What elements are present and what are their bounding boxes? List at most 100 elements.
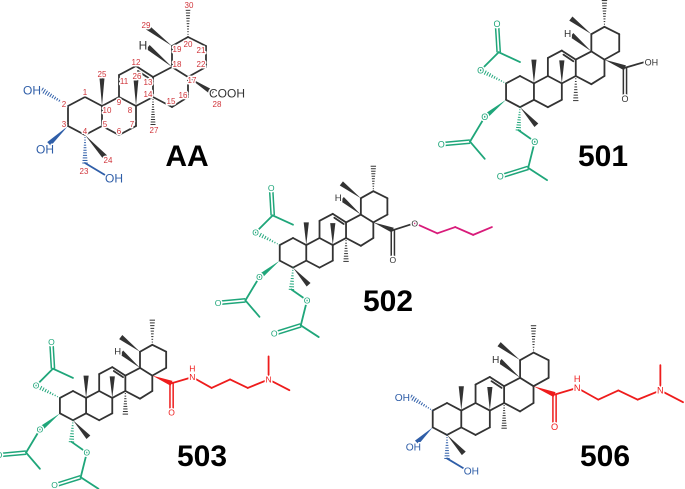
c28-wedge xyxy=(188,77,215,96)
atom-number: 30 xyxy=(185,1,194,10)
double-bond xyxy=(52,343,56,369)
double-bond xyxy=(501,165,528,176)
bond xyxy=(474,402,491,412)
bond xyxy=(59,390,74,399)
butyl-chain-bond xyxy=(436,226,457,235)
bond xyxy=(527,166,548,182)
double-bond xyxy=(135,65,154,78)
o23-label: O xyxy=(531,137,538,147)
atom-number: 10 xyxy=(103,106,112,115)
bond xyxy=(171,66,189,78)
atom-number: 7 xyxy=(130,120,135,129)
double-bond xyxy=(111,366,127,377)
bond xyxy=(519,75,535,85)
bond xyxy=(624,61,646,69)
o23-label: O xyxy=(304,295,311,305)
c28-wedge xyxy=(373,222,394,233)
bond xyxy=(305,237,321,246)
methyl-27-hash xyxy=(501,402,507,429)
double-bond xyxy=(497,25,502,53)
o2-label: O xyxy=(252,228,259,238)
methyl-30-hash xyxy=(370,165,377,192)
amide-h-label: H xyxy=(574,374,581,384)
bond xyxy=(98,412,114,422)
c23-hash xyxy=(515,106,522,131)
atom-number: 11 xyxy=(120,77,129,86)
bond xyxy=(603,25,621,36)
bond xyxy=(505,75,521,85)
h18-wedge xyxy=(340,197,361,215)
o3-label: O xyxy=(256,272,263,282)
double-bond xyxy=(442,139,470,144)
bond xyxy=(446,402,463,412)
methyl-29-wedge xyxy=(497,342,521,361)
bond xyxy=(118,65,137,76)
propyl-chain-bond xyxy=(617,389,639,401)
bond xyxy=(254,214,274,234)
bond xyxy=(187,66,207,78)
bond xyxy=(299,299,308,327)
bond xyxy=(67,125,86,136)
bond xyxy=(488,402,506,412)
o3-label: OH xyxy=(406,442,421,453)
o3-carbonyl-label: O xyxy=(215,298,222,308)
propyl-chain-bond xyxy=(246,378,270,389)
bond xyxy=(292,259,308,269)
atom-number: 17 xyxy=(188,76,197,85)
bond xyxy=(505,98,521,109)
atom-number: 12 xyxy=(132,58,141,67)
bond xyxy=(479,51,500,72)
c3-hydroxyl-wedge xyxy=(414,427,433,445)
bond xyxy=(35,367,54,387)
bond xyxy=(292,237,308,246)
o2-carbonyl-label: O xyxy=(268,183,275,193)
bond xyxy=(517,129,536,143)
bond xyxy=(497,51,521,63)
c2-acetoxy-hash xyxy=(478,67,507,84)
bond xyxy=(84,96,103,107)
atom-number: 21 xyxy=(197,46,206,55)
bond xyxy=(519,402,535,413)
bond xyxy=(331,237,347,246)
methyl-25-wedge xyxy=(531,59,537,84)
amide-h-label: H xyxy=(189,364,195,374)
bond xyxy=(527,140,536,169)
double-bond xyxy=(268,189,272,216)
methyl-27-hash xyxy=(343,237,349,262)
methyl-25-wedge xyxy=(83,375,89,398)
n-methyl-bond xyxy=(267,378,291,392)
c3-hydroxyl-wedge xyxy=(47,126,68,146)
bond xyxy=(72,390,87,399)
methyl-30-hash xyxy=(601,0,608,28)
cooh-label: COOH xyxy=(209,86,245,100)
methyl-29-wedge xyxy=(569,16,592,35)
bond xyxy=(460,426,477,436)
bond xyxy=(152,96,173,108)
atom-number: 18 xyxy=(173,60,182,69)
amide-n-label: N xyxy=(189,372,195,382)
atom-number: 15 xyxy=(167,97,176,106)
c3-acetoxy-wedge xyxy=(483,99,507,120)
propyl-chain-bond xyxy=(191,376,213,389)
bond xyxy=(546,49,563,59)
atom-number: 5 xyxy=(103,120,108,129)
double-bond xyxy=(560,49,577,61)
bond xyxy=(118,125,137,136)
o3-label: O xyxy=(37,425,44,435)
methyl-26-wedge xyxy=(330,223,336,246)
compound-label-aa: AA xyxy=(165,140,209,173)
bond xyxy=(519,98,535,109)
bond xyxy=(318,259,334,269)
bond xyxy=(171,96,189,108)
c23-o-bond xyxy=(84,162,106,176)
bond xyxy=(139,343,154,353)
bond xyxy=(151,366,168,377)
atom-number: 3 xyxy=(62,120,67,129)
bond xyxy=(139,366,154,377)
atom-number: 28 xyxy=(213,100,222,109)
c2-hydroxyl-hash xyxy=(40,87,69,107)
bond xyxy=(533,98,549,109)
bond xyxy=(546,75,563,85)
bond xyxy=(546,98,563,109)
